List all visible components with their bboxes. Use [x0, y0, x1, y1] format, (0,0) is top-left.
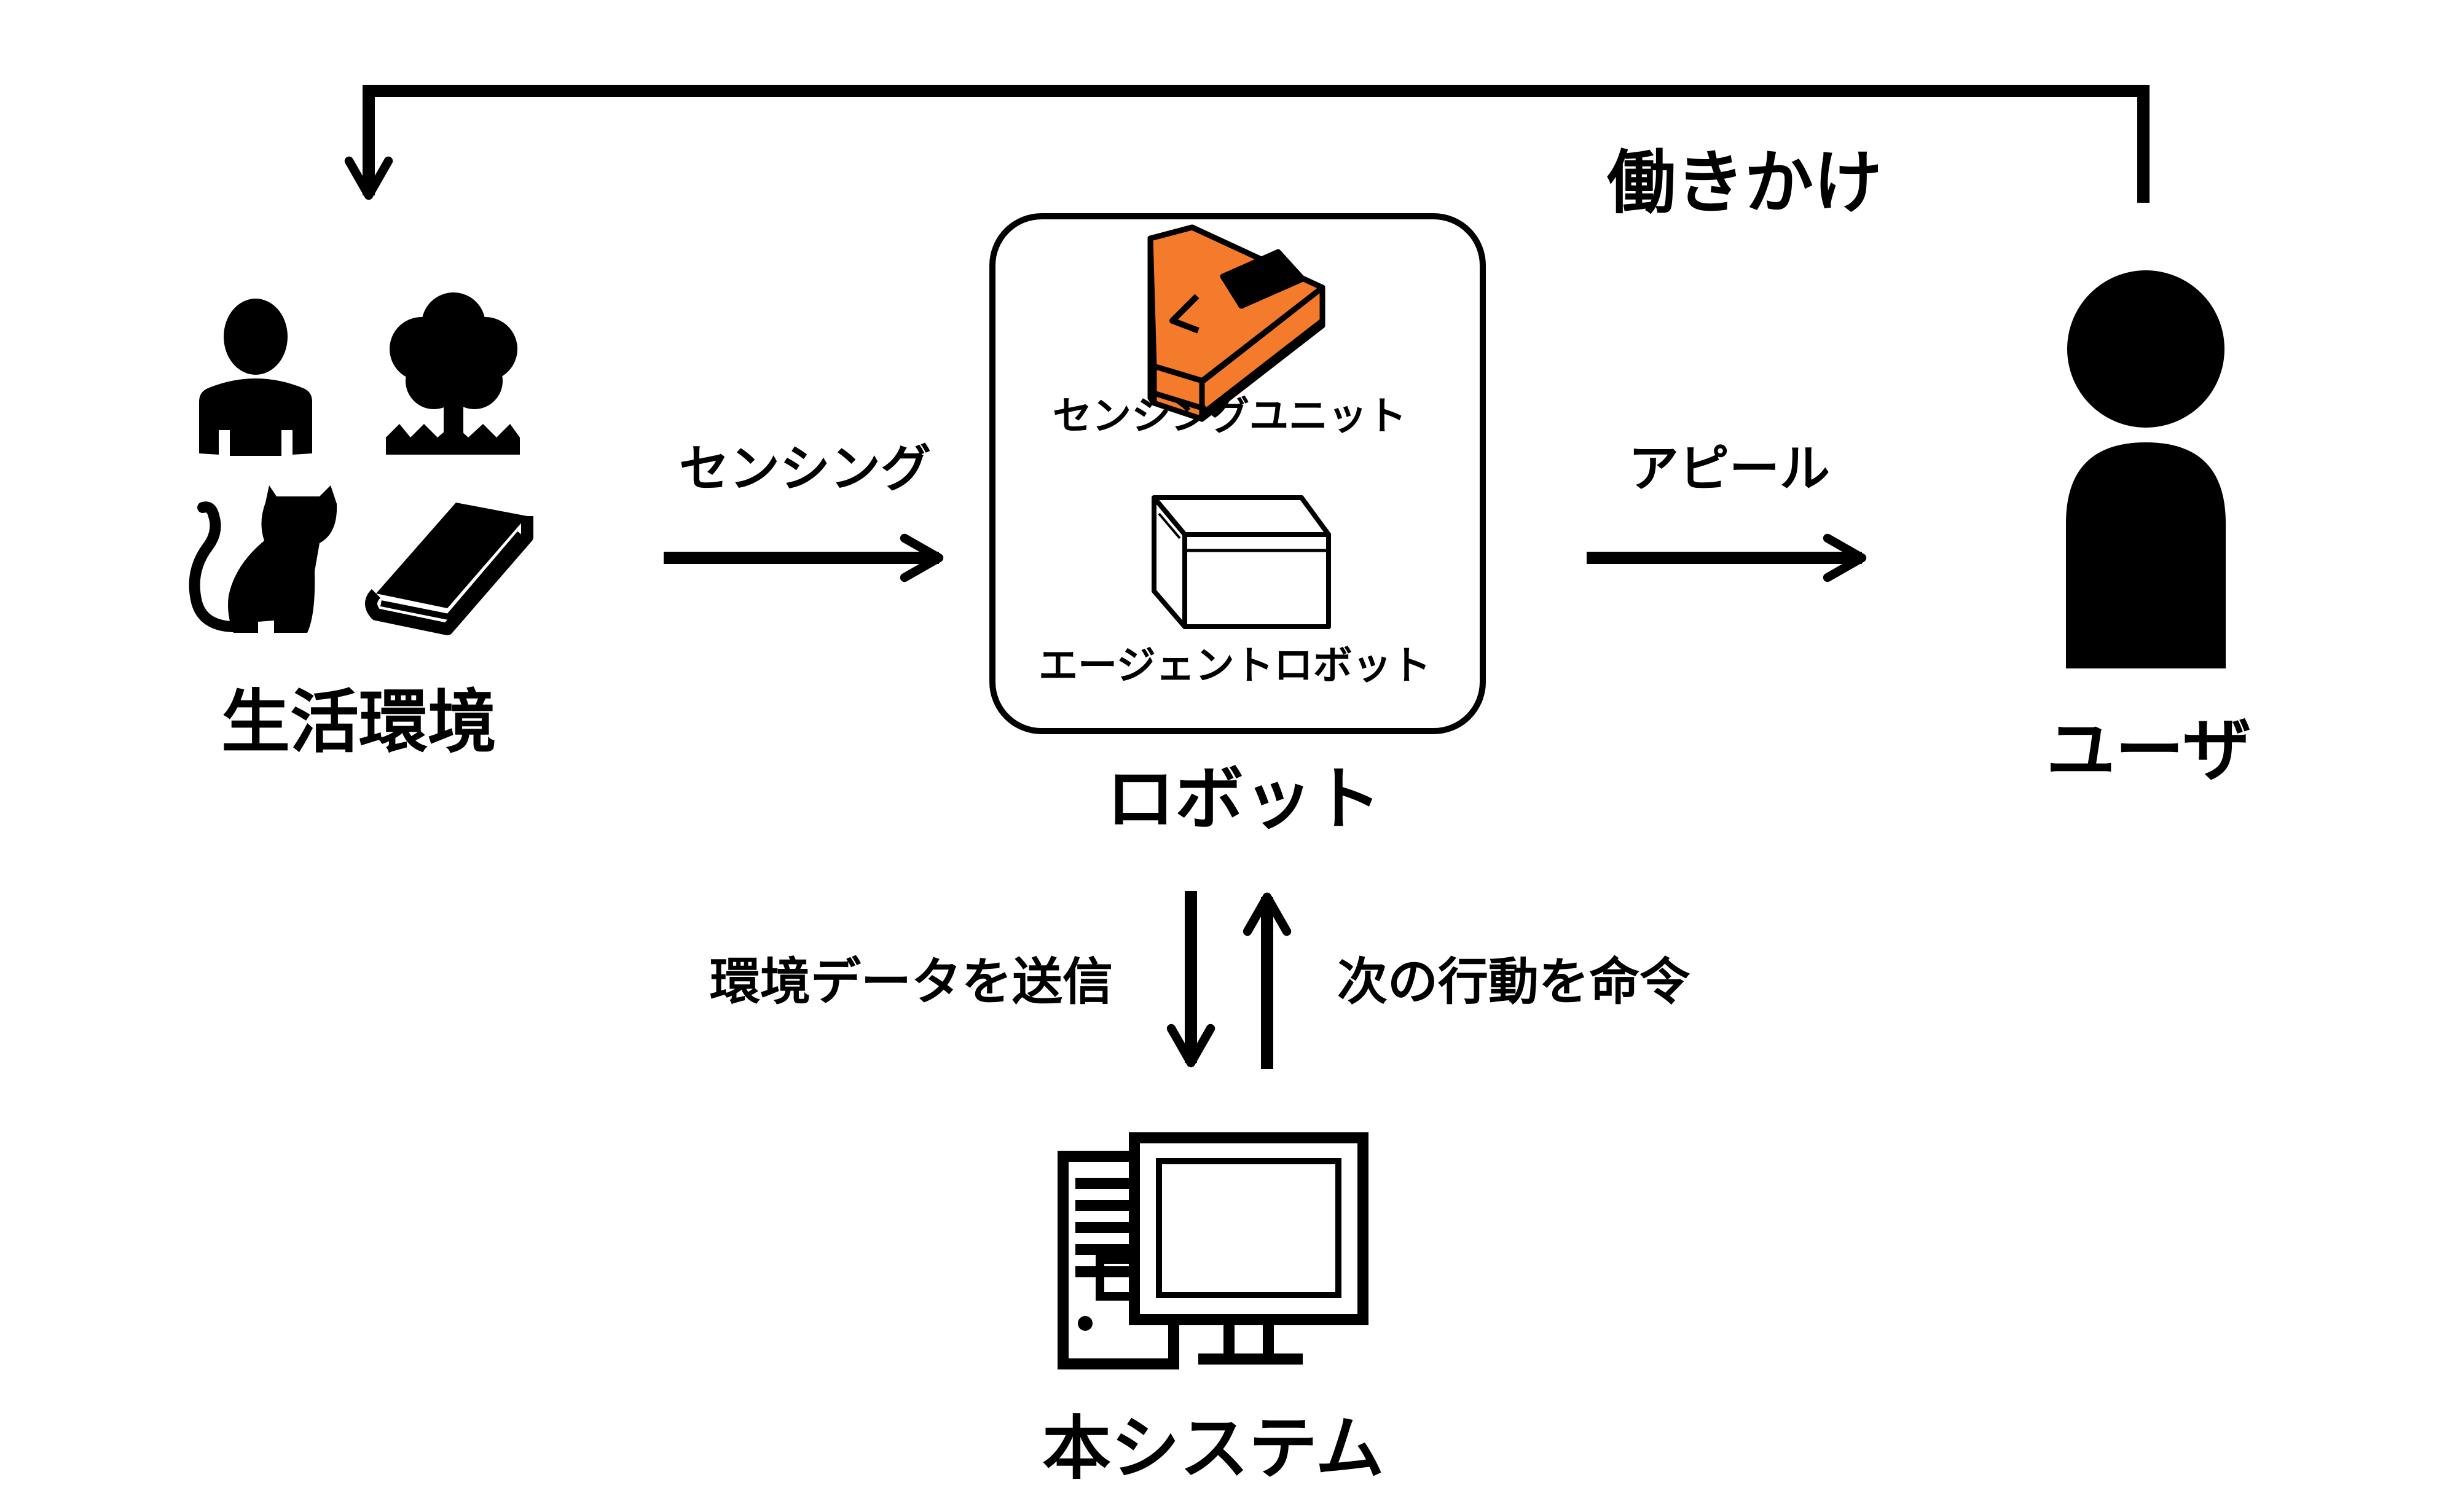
sensing-unit-label: センシングユニット [1053, 394, 1407, 439]
influence-arrow [344, 85, 2150, 203]
computer-icon [1058, 1132, 1368, 1369]
power-button-icon [1078, 1316, 1093, 1331]
send-data-label: 環境データを送信 [710, 953, 1113, 1011]
user-label: ユーザ [2046, 711, 2252, 791]
cat-icon [189, 485, 337, 633]
sensing-label: センシング [679, 440, 932, 498]
influence-label: 働きかけ [1607, 143, 1882, 223]
robot-box [989, 213, 1486, 734]
person-icon [199, 299, 312, 456]
environment-label: 生活環境 [221, 683, 497, 762]
agent-robot-label: エージェントロボット [1039, 643, 1431, 689]
book-icon [365, 503, 533, 635]
command-label: 次の行動を命令 [1337, 953, 1690, 1011]
sensing-unit-icon [1147, 224, 1325, 422]
user-icon [2066, 270, 2226, 668]
system-label: 本システム [1042, 1409, 1384, 1489]
agent-robot-icon [1152, 495, 1331, 629]
robot-label: ロボット [1106, 759, 1381, 839]
appeal-label: アピール [1628, 440, 1831, 498]
tree-icon [386, 292, 520, 455]
